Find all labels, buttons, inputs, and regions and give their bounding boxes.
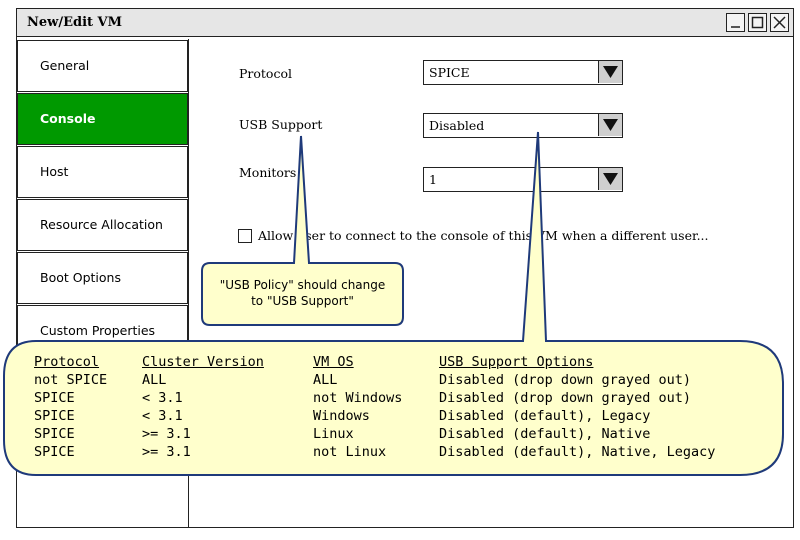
note-line: to "USB Support" (251, 294, 354, 308)
sidebar-item-label: General (40, 58, 90, 73)
sidebar-item-general[interactable]: General (17, 40, 188, 92)
sidebar-item-label: Console (40, 111, 96, 126)
table-cell: SPICE (34, 426, 75, 442)
chevron-down-icon[interactable] (598, 114, 622, 136)
table-cell: >= 3.1 (142, 444, 191, 460)
monitors-value: 1 (429, 172, 437, 187)
column-header: Protocol (34, 354, 100, 370)
usb-support-value: Disabled (429, 118, 485, 133)
usb-support-dropdown[interactable]: Disabled (423, 113, 623, 138)
table-cell: SPICE (34, 444, 75, 460)
table-cell: not Linux (313, 444, 387, 460)
usb-support-label: USB Support (239, 117, 323, 132)
table-cell: >= 3.1 (142, 426, 191, 442)
sidebar-item-host[interactable]: Host (17, 146, 188, 198)
allow-user-checkbox[interactable] (238, 229, 252, 243)
table-cell: not Windows (313, 390, 403, 406)
table-cell: ALL (313, 372, 338, 388)
table-cell: Linux (313, 426, 354, 442)
table-cell: Disabled (default), Native, Legacy (439, 444, 716, 460)
chevron-down-icon[interactable] (598, 61, 622, 83)
table-cell: ALL (142, 372, 167, 388)
note-small-bubble (201, 135, 404, 326)
monitors-dropdown[interactable]: 1 (423, 167, 623, 192)
minimize-icon[interactable] (726, 13, 745, 32)
table-cell: Disabled (default), Native (439, 426, 651, 442)
title-bar: New/Edit VM (17, 9, 793, 37)
sidebar-item-label: Host (40, 164, 69, 179)
monitors-label: Monitors (239, 165, 297, 180)
window-title: New/Edit VM (27, 15, 123, 30)
note-table-bubble (3, 131, 784, 476)
table-cell: Disabled (drop down grayed out) (439, 372, 691, 388)
maximize-icon[interactable] (748, 13, 767, 32)
note-line: "USB Policy" should change (219, 278, 386, 292)
table-cell: SPICE (34, 390, 75, 406)
sidebar: General Console Host Resource Allocation… (17, 39, 189, 527)
table-cell: SPICE (34, 408, 75, 424)
sidebar-item-label: Custom Properties (40, 323, 156, 338)
table-cell: Disabled (default), Legacy (439, 408, 651, 424)
column-header: VM OS (313, 354, 354, 370)
protocol-dropdown[interactable]: SPICE (423, 60, 623, 85)
table-cell: not SPICE (34, 372, 108, 388)
column-header: USB Support Options (439, 354, 594, 370)
table-cell: < 3.1 (142, 390, 183, 406)
column-header: Cluster Version (142, 354, 264, 370)
table-cell: Windows (313, 408, 370, 424)
sidebar-item-boot-options[interactable]: Boot Options (17, 252, 188, 304)
usb-policy-note: "USB Policy" should change to "USB Suppo… (202, 263, 403, 325)
table-cell: < 3.1 (142, 408, 183, 424)
close-icon[interactable] (770, 13, 789, 32)
chevron-down-icon[interactable] (598, 168, 622, 190)
allow-user-checkbox-label: Allow user to connect to the console of … (258, 228, 709, 243)
protocol-value: SPICE (429, 65, 470, 80)
sidebar-item-label: Boot Options (40, 270, 121, 285)
sidebar-item-label: Resource Allocation (40, 217, 163, 232)
sidebar-item-console[interactable]: Console (17, 93, 188, 145)
table-cell: Disabled (drop down grayed out) (439, 390, 691, 406)
sidebar-item-resource-allocation[interactable]: Resource Allocation (17, 199, 188, 251)
protocol-label: Protocol (239, 66, 292, 81)
